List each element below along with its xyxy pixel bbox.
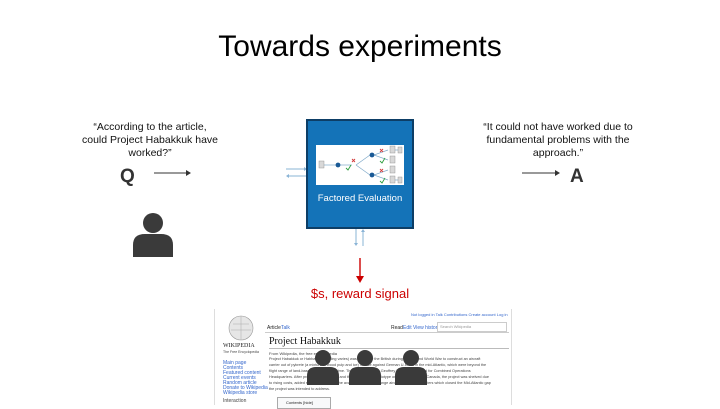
reward-arrow	[354, 258, 366, 284]
tab-edit[interactable]: Edit	[403, 325, 412, 331]
question-arrow	[152, 168, 192, 178]
tab-article[interactable]: Article	[267, 325, 281, 331]
wiki-page-title: Project Habakkuk	[269, 336, 341, 347]
human-person-icon	[131, 211, 175, 257]
slide-title: Towards experiments	[0, 30, 720, 64]
wiki-search-input[interactable]: Search Wikipedia	[437, 322, 507, 332]
tabs-divider	[265, 332, 509, 333]
contents-box: Contents [hide]	[277, 397, 331, 409]
wikipedia-logo-text: WIKIPEDIA	[223, 343, 255, 349]
tab-read[interactable]: Read	[391, 325, 403, 331]
question-quote: “According to the article, could Project…	[80, 121, 220, 160]
para-line: the project was intended to address.	[269, 387, 330, 391]
wikipedia-globe-icon	[227, 314, 255, 342]
evaluator-person-icon	[305, 349, 341, 385]
factored-tree-diagram	[316, 145, 404, 185]
answer-quote: “It could not have worked due to fundame…	[478, 121, 638, 160]
sidebar-link[interactable]: Wikipedia store	[223, 390, 257, 396]
sidebar-heading-interaction: Interaction	[223, 398, 246, 404]
question-letter: Q	[120, 166, 135, 188]
box-output-arrows	[352, 229, 368, 247]
reward-signal-label: $s, reward signal	[300, 286, 420, 301]
user-links[interactable]: Not logged in Talk Contributions Create …	[411, 312, 508, 317]
answer-arrow	[520, 168, 562, 178]
factored-evaluation-label: Factored Evaluation	[306, 193, 414, 204]
answer-letter: A	[570, 166, 584, 188]
evaluator-person-icon	[347, 349, 383, 385]
box-input-arrows	[286, 165, 308, 181]
evaluator-person-icon	[393, 349, 429, 385]
tab-talk[interactable]: Talk	[281, 325, 290, 331]
wikipedia-logo-subtitle: The Free Encyclopedia	[223, 350, 259, 354]
tab-view-history[interactable]: View history	[413, 325, 440, 331]
